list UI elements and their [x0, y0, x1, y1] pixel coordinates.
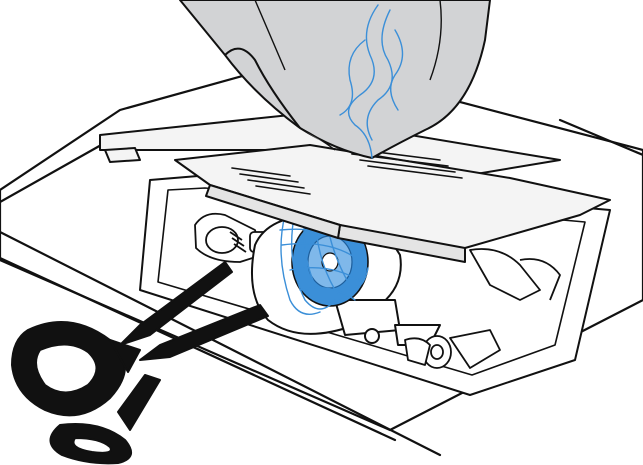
sewing-machine-bobbin-illustration: [0, 0, 643, 465]
